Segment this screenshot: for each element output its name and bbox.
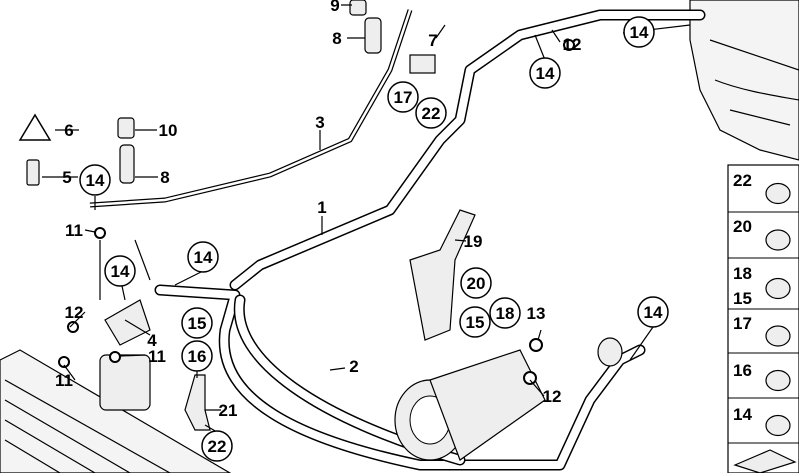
- callout-circle: [387, 81, 419, 113]
- callout-circle: [529, 57, 561, 89]
- bracket-21: [184, 374, 211, 431]
- callout-label: 12: [563, 35, 582, 54]
- callout-label: 16: [188, 347, 207, 366]
- callout-label: 10: [159, 121, 178, 140]
- callout-label: 14: [630, 23, 649, 42]
- legend-part-icon: [765, 182, 791, 205]
- callout-circle: [104, 255, 136, 287]
- callout-label: 14: [111, 262, 130, 281]
- legend-label: 18: [733, 264, 752, 283]
- callout-label: 18: [496, 304, 515, 323]
- legend-label: 17: [733, 314, 752, 333]
- callout-label: 20: [467, 274, 486, 293]
- callout-circle: [637, 296, 669, 328]
- callout-circle: [201, 430, 233, 462]
- callout-label: 8: [332, 29, 341, 48]
- callout-circle: [459, 306, 491, 338]
- callout-label: 19: [464, 232, 483, 251]
- callout-label: 2: [349, 357, 358, 376]
- legend-label: 14: [733, 405, 752, 424]
- legend-label: 22: [733, 171, 752, 190]
- legend-part-icon: [733, 449, 797, 473]
- legend-part-icon: [765, 325, 791, 347]
- callout-label: 14: [194, 248, 213, 267]
- callout-circle: [415, 97, 447, 129]
- callout-label: 11: [55, 371, 73, 390]
- callout-label: 15: [466, 313, 485, 332]
- receiver-drier: [99, 299, 151, 411]
- callout-circle: [489, 297, 521, 329]
- callout-label: 21: [219, 401, 238, 420]
- callout-label: 12: [543, 387, 562, 406]
- legend-panel: 22 20 18 15 17 16 14: [727, 164, 799, 473]
- callout-label: 14: [644, 303, 663, 322]
- pipe-3: [89, 9, 413, 208]
- callout-label: 14: [86, 171, 105, 190]
- callout-label: 22: [422, 104, 441, 123]
- callout-label: 12: [65, 303, 84, 322]
- callout-circle: [187, 241, 219, 273]
- leader-lines: [42, 4, 691, 433]
- callout-label: 1: [317, 198, 326, 217]
- condenser: [0, 349, 232, 473]
- callout-label: 9: [330, 0, 339, 15]
- callout-label: 5: [62, 168, 71, 187]
- callout-label: 13: [527, 304, 546, 323]
- legend-part-icon: [765, 369, 791, 392]
- callout-label: 15: [188, 314, 207, 333]
- callout-label: 14: [536, 64, 555, 83]
- callout-label: 11: [65, 221, 83, 240]
- legend-part-icon: [765, 414, 791, 437]
- callout-label: 3: [315, 113, 324, 132]
- callout-label: 7: [428, 31, 437, 50]
- small-parts: [18, 0, 623, 385]
- callout-circle: [79, 164, 111, 196]
- callout-circle: [181, 340, 213, 372]
- hose-1: [229, 9, 706, 291]
- evaporator-housing: [689, 0, 799, 161]
- callout-circle: [460, 267, 492, 299]
- callout-label: 17: [394, 88, 413, 107]
- callout-label: 4: [147, 331, 157, 350]
- legend-label: 16: [733, 361, 752, 380]
- legend-label: 15: [733, 289, 752, 308]
- legend-label: 20: [733, 217, 752, 236]
- compressor: [394, 349, 546, 461]
- callout-label: 6: [64, 121, 73, 140]
- callout-label: 22: [208, 437, 227, 456]
- callout-circle: [181, 307, 213, 339]
- bracket-19: [409, 209, 476, 341]
- callout-label: 11: [148, 347, 166, 366]
- callout-label: 8: [160, 168, 169, 187]
- legend-part-icon: [765, 277, 791, 300]
- callout-circle: [623, 16, 655, 48]
- legend-part-icon: [765, 229, 791, 251]
